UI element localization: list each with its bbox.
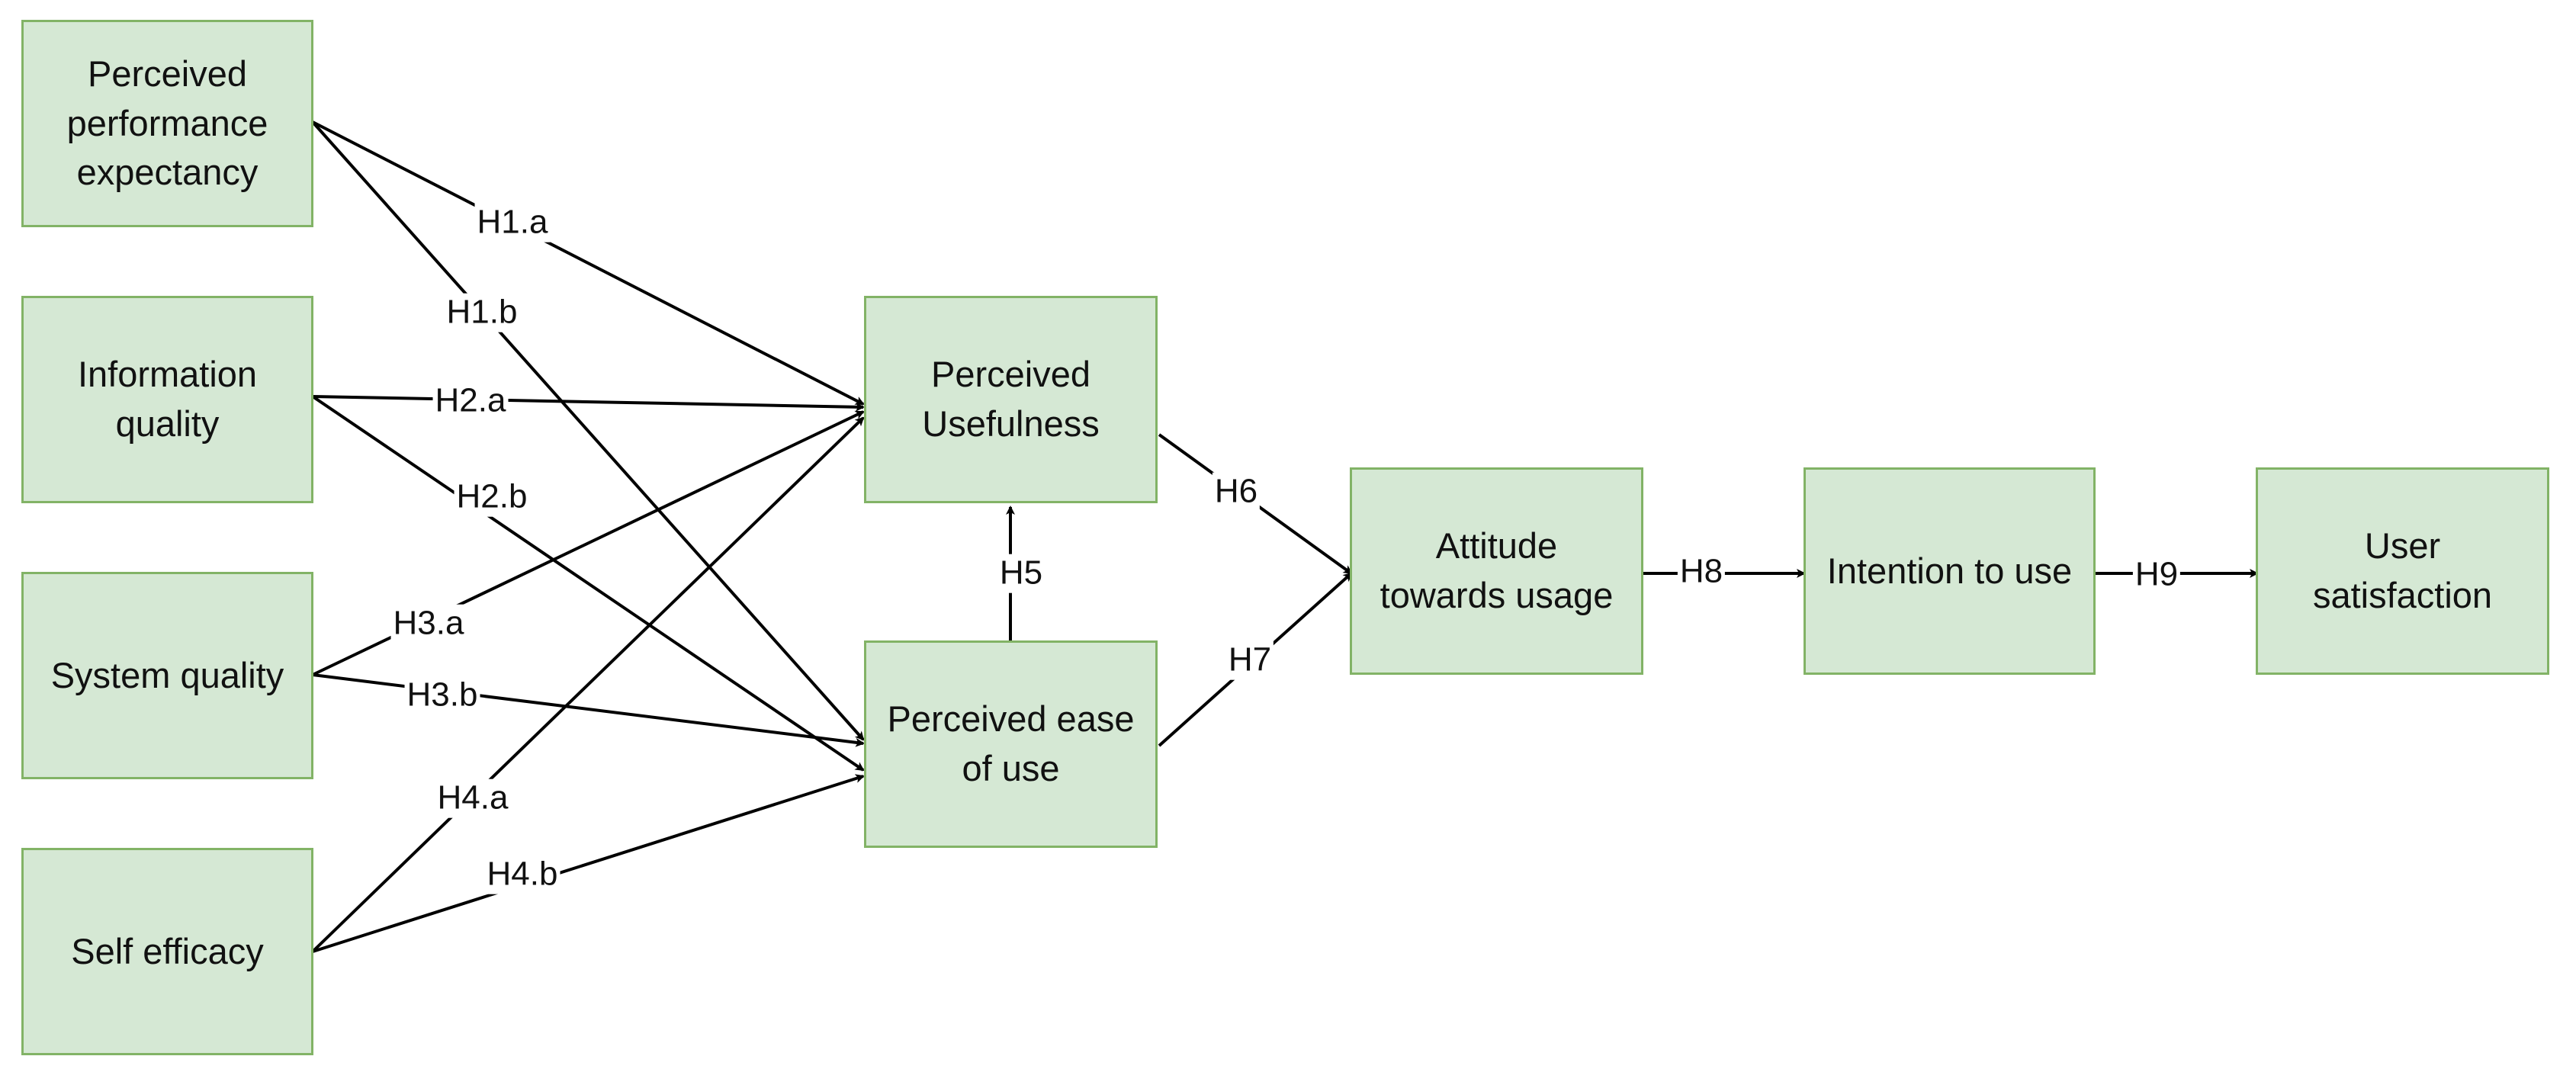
edge-h3b — [312, 673, 865, 747]
edge-h4b — [312, 774, 865, 953]
edge-label-h8: H8 — [1677, 552, 1726, 592]
node-label: Information quality — [77, 354, 258, 444]
edge-label-h4b: H4.b — [484, 855, 560, 894]
edge-label-h5: H5 — [997, 554, 1045, 593]
edge-label-h2a: H2.a — [432, 381, 509, 421]
edge-label-h6: H6 — [1212, 472, 1261, 512]
edge-label-h4a: H4.a — [435, 778, 511, 818]
edge-h2b — [311, 395, 865, 772]
node-label: Intention to use — [1826, 550, 2073, 591]
node-perceived-performance-expectancy: Perceived performance expectancy — [21, 20, 313, 227]
node-attitude-towards-usage: Attitude towards usage — [1350, 467, 1643, 675]
edge-label-h2b: H2.b — [454, 477, 530, 517]
node-system-quality: System quality — [21, 572, 313, 779]
node-perceived-ease-of-use: Perceived ease of use — [864, 640, 1158, 848]
node-information-quality: Information quality — [21, 296, 313, 503]
node-label: System quality — [50, 654, 284, 695]
node-label: Perceived Usefulness — [922, 354, 1100, 444]
node-intention-to-use: Intention to use — [1804, 467, 2096, 675]
node-label: Self efficacy — [71, 930, 264, 971]
node-self-efficacy: Self efficacy — [21, 848, 313, 1055]
edge-h1a — [312, 120, 865, 406]
edge-h4a — [311, 416, 865, 953]
edge-label-h1a: H1.a — [474, 203, 551, 242]
edge-label-h9: H9 — [2132, 555, 2181, 595]
node-label: User satisfaction — [2312, 525, 2493, 615]
edge-label-h7: H7 — [1225, 640, 1274, 680]
node-perceived-usefulness: Perceived Usefulness — [864, 296, 1158, 503]
edge-label-h3b: H3.b — [404, 676, 480, 715]
edge-h1b — [311, 120, 865, 741]
node-user-satisfaction: User satisfaction — [2256, 467, 2549, 675]
edge-label-h1b: H1.b — [444, 293, 520, 332]
node-label: Attitude towards usage — [1380, 525, 1614, 615]
node-label: Perceived ease of use — [887, 698, 1135, 788]
node-label: Perceived performance expectancy — [66, 53, 268, 193]
edge-h2a — [312, 395, 865, 412]
edge-label-h3a: H3.a — [390, 604, 467, 644]
